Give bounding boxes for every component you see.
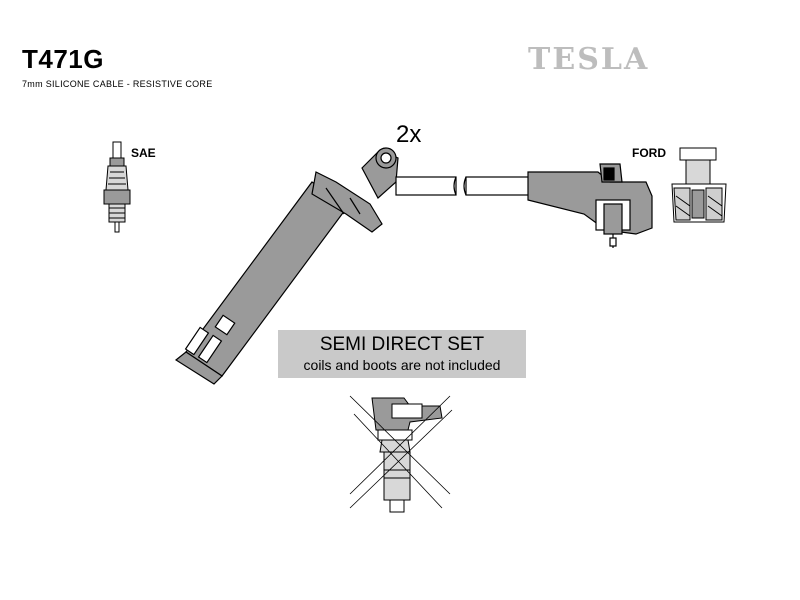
brand-logo: TESLA	[528, 42, 650, 77]
part-number: T471G	[22, 44, 104, 74]
note-subtitle: coils and boots are not included	[303, 357, 501, 373]
ford-connector-icon	[527, 163, 653, 248]
ford-socket-icon	[671, 147, 727, 223]
coil-boot-icon	[174, 147, 399, 385]
quantity-label: 2x	[396, 121, 422, 148]
spark-plug-icon	[103, 141, 131, 233]
note-title: SEMI DIRECT SET	[319, 334, 485, 355]
ignition-coil-icon	[371, 397, 443, 513]
semi-direct-set-note: SEMI DIRECT SET coils and boots are not …	[278, 330, 526, 378]
cable-description: 7mm SILICONE CABLE - RESISTIVE CORE	[22, 79, 213, 89]
ignition-cable	[395, 176, 531, 196]
right-connector-label: FORD	[632, 146, 666, 160]
left-connector-label: SAE	[131, 146, 156, 160]
not-included-cross-icon	[349, 395, 453, 509]
